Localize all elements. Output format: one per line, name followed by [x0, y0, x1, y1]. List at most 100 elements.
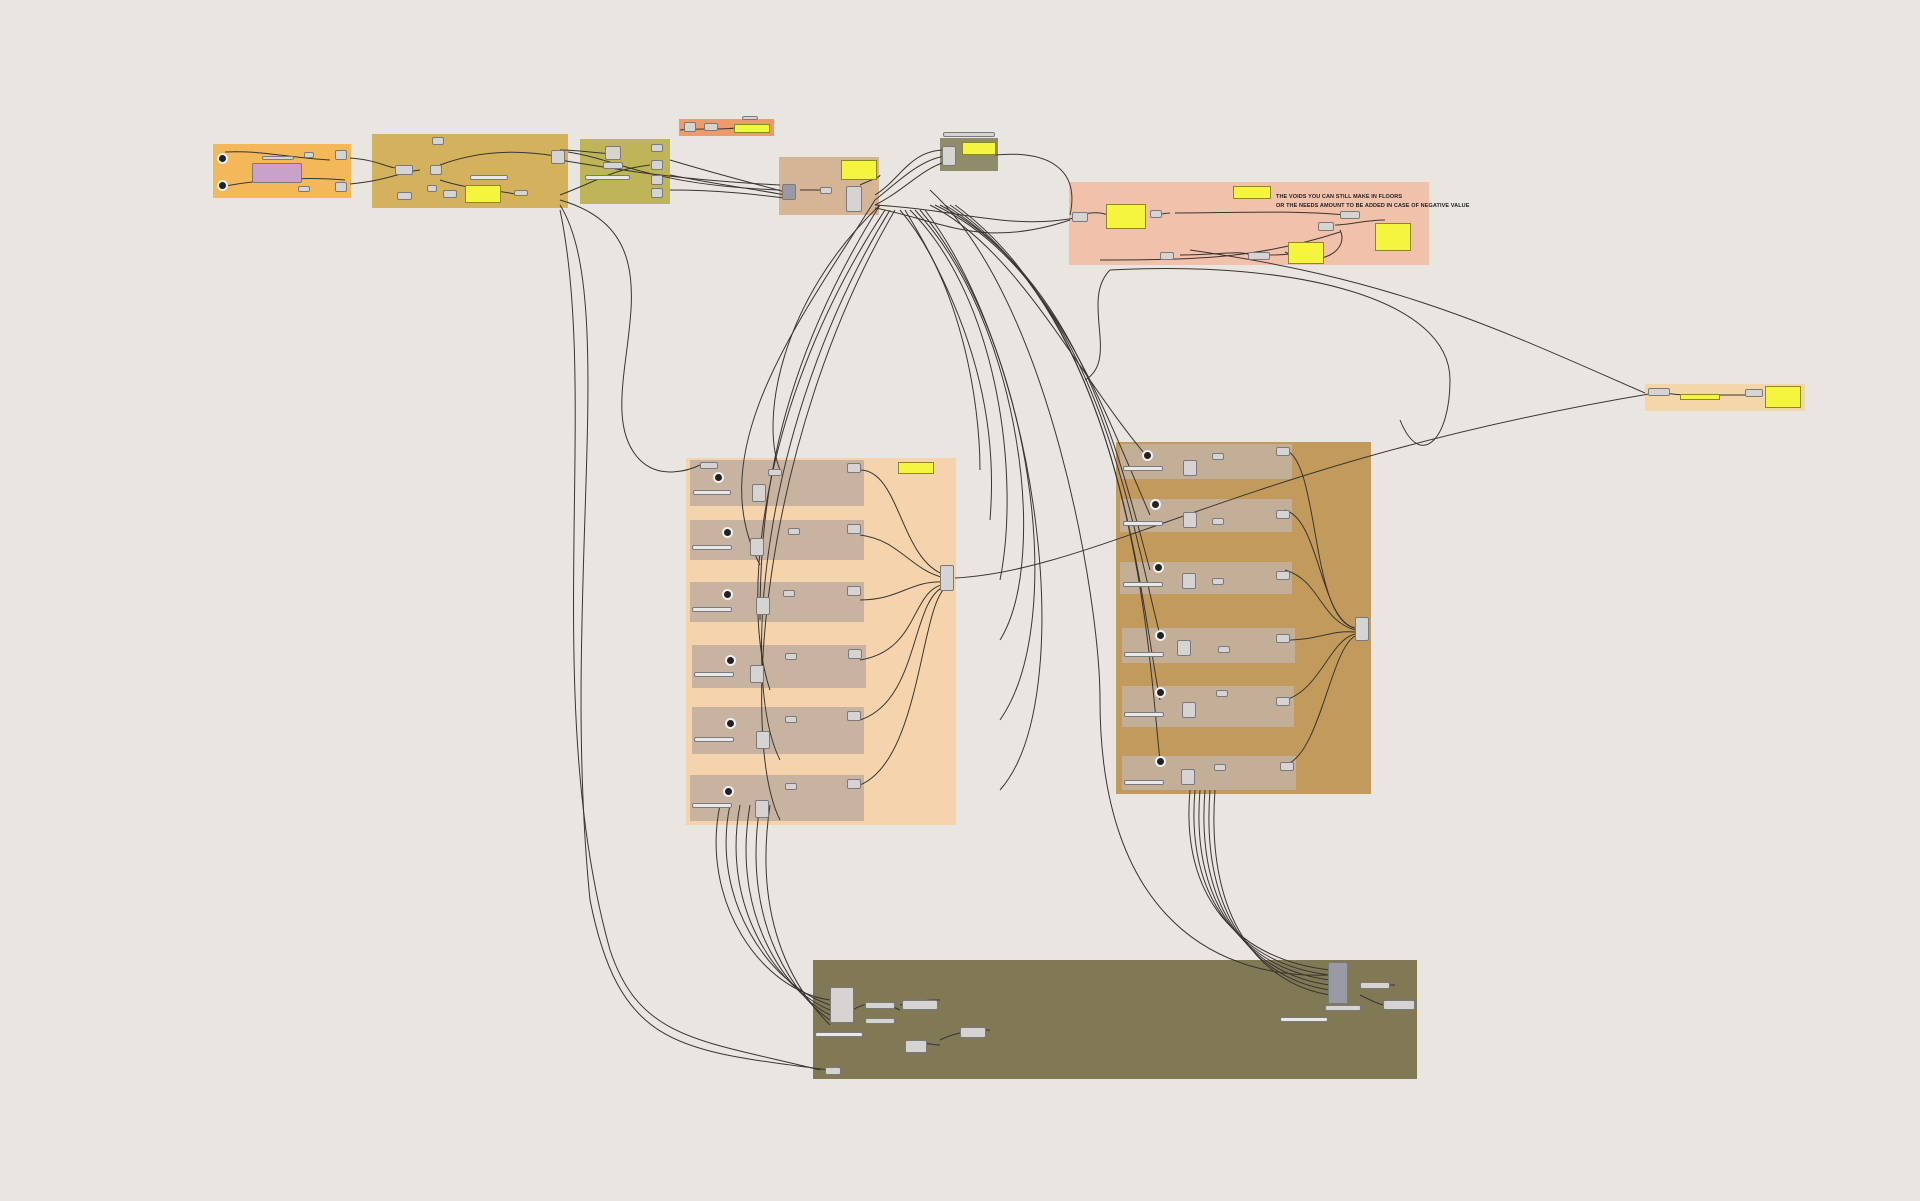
component-node[interactable]: [684, 122, 696, 132]
panel-icon[interactable]: [1106, 204, 1146, 229]
component-node[interactable]: [905, 1040, 927, 1053]
component-node[interactable]: [1218, 646, 1230, 653]
component-node[interactable]: [1745, 389, 1763, 397]
component-node[interactable]: [1276, 447, 1290, 456]
component-node[interactable]: [603, 162, 623, 169]
component-node[interactable]: [756, 731, 770, 749]
component-node[interactable]: [427, 185, 437, 192]
component-node[interactable]: [1212, 578, 1224, 585]
component-node[interactable]: [783, 590, 795, 597]
panel-icon[interactable]: [898, 462, 934, 474]
boolean-toggle-icon[interactable]: [713, 472, 724, 483]
floor-subgroup[interactable]: [690, 582, 864, 622]
component-node[interactable]: [820, 187, 832, 194]
component-node[interactable]: [1150, 210, 1162, 218]
component-node[interactable]: [768, 469, 782, 476]
component-node[interactable]: [830, 987, 854, 1023]
component-node[interactable]: [865, 1018, 895, 1024]
component-node[interactable]: [1648, 388, 1670, 396]
component-node[interactable]: [397, 192, 412, 200]
component-node[interactable]: [1214, 764, 1226, 771]
component-node[interactable]: [432, 137, 444, 145]
component-node[interactable]: [1276, 634, 1290, 643]
component-node[interactable]: [1181, 769, 1195, 785]
component-node[interactable]: [443, 190, 457, 198]
merge-node[interactable]: [940, 565, 954, 591]
boolean-toggle-icon[interactable]: [217, 153, 228, 164]
component-node[interactable]: [825, 1067, 841, 1075]
boolean-toggle-icon[interactable]: [725, 718, 736, 729]
component-node[interactable]: [304, 152, 314, 158]
slider-icon[interactable]: [1123, 466, 1163, 471]
slider-icon[interactable]: [1124, 780, 1164, 785]
boolean-toggle-icon[interactable]: [725, 655, 736, 666]
component-node[interactable]: [1183, 460, 1197, 476]
panel-icon[interactable]: [1765, 386, 1801, 408]
slider-icon[interactable]: [1123, 521, 1163, 526]
component-node[interactable]: [551, 150, 565, 164]
component-node[interactable]: [755, 800, 769, 818]
component-node[interactable]: [1212, 453, 1224, 460]
component-node[interactable]: [1360, 982, 1390, 989]
component-node[interactable]: [750, 538, 764, 556]
purple-slider-node[interactable]: [252, 163, 302, 183]
panel-icon[interactable]: [465, 185, 501, 203]
component-node[interactable]: [1177, 640, 1191, 656]
component-node[interactable]: [756, 597, 770, 615]
component-node[interactable]: [752, 484, 766, 502]
panel-icon[interactable]: [841, 160, 877, 180]
group-floors-left[interactable]: [686, 458, 956, 825]
slider-icon[interactable]: [692, 803, 732, 808]
component-node[interactable]: [1212, 518, 1224, 525]
component-node[interactable]: [1248, 252, 1270, 260]
boolean-toggle-icon[interactable]: [1155, 630, 1166, 641]
slider-icon[interactable]: [1123, 582, 1163, 587]
slider-icon[interactable]: [693, 490, 731, 495]
slider-icon[interactable]: [694, 672, 734, 677]
slider-icon[interactable]: [1124, 712, 1164, 717]
slider-icon[interactable]: [815, 1032, 863, 1037]
floor-subgroup[interactable]: [692, 707, 864, 754]
component-node[interactable]: [1072, 212, 1088, 222]
component-node[interactable]: [1182, 573, 1196, 589]
component-node[interactable]: [298, 186, 310, 192]
panel-icon[interactable]: [1288, 242, 1324, 264]
boolean-toggle-icon[interactable]: [722, 527, 733, 538]
floor-subgroup[interactable]: [1122, 628, 1295, 663]
component-node[interactable]: [846, 186, 862, 212]
component-node[interactable]: [943, 132, 995, 137]
floor-subgroup[interactable]: [1120, 499, 1292, 532]
component-node[interactable]: [1318, 222, 1334, 231]
component-node[interactable]: [1182, 702, 1196, 718]
boolean-toggle-icon[interactable]: [1142, 450, 1153, 461]
slider-icon[interactable]: [470, 175, 508, 180]
slider-icon[interactable]: [692, 545, 732, 550]
component-node[interactable]: [605, 146, 621, 160]
component-node[interactable]: [847, 779, 861, 789]
boolean-toggle-icon[interactable]: [1155, 756, 1166, 767]
component-node[interactable]: [847, 711, 861, 721]
boolean-toggle-icon[interactable]: [217, 180, 228, 191]
component-node[interactable]: [785, 716, 797, 723]
panel-icon[interactable]: [962, 142, 996, 155]
floor-subgroup[interactable]: [1120, 562, 1292, 594]
panel-icon[interactable]: [734, 124, 770, 133]
component-node[interactable]: [430, 165, 442, 175]
component-node[interactable]: [651, 160, 663, 170]
component-node[interactable]: [750, 665, 764, 683]
component-node[interactable]: [1276, 697, 1290, 706]
panel-icon[interactable]: [1233, 186, 1271, 199]
boolean-toggle-icon[interactable]: [1155, 687, 1166, 698]
component-node[interactable]: [395, 165, 413, 175]
component-node[interactable]: [847, 586, 861, 596]
component-node[interactable]: [865, 1002, 895, 1009]
component-node[interactable]: [788, 528, 800, 535]
component-node[interactable]: [335, 150, 347, 160]
component-node[interactable]: [1280, 762, 1294, 771]
panel-icon[interactable]: [1375, 223, 1411, 251]
component-node[interactable]: [785, 783, 797, 790]
component-node[interactable]: [847, 463, 861, 473]
component-node[interactable]: [847, 524, 861, 534]
component-node[interactable]: [1276, 510, 1290, 519]
group-floors-right[interactable]: [1116, 442, 1371, 794]
